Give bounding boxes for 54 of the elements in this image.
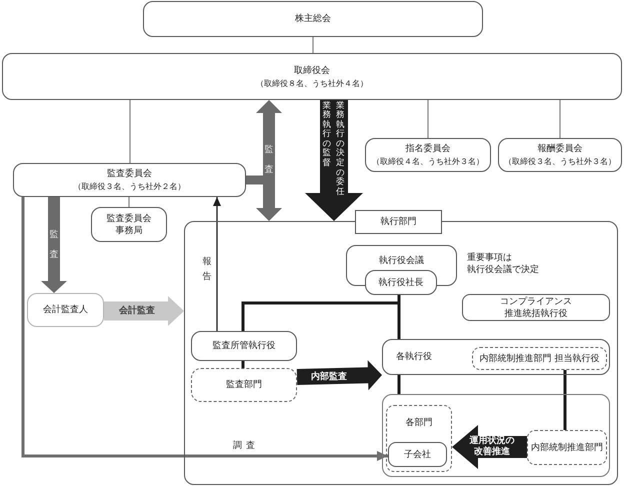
org-box bbox=[462, 294, 610, 321]
org-box bbox=[27, 293, 104, 327]
org-box bbox=[191, 331, 297, 361]
section-title: 執行部門 bbox=[355, 210, 442, 234]
unit-name: 内部統制推進部門 担当執行役 bbox=[480, 352, 600, 364]
member-count: （取締役３名、うち社外３名） bbox=[504, 155, 616, 167]
org-box bbox=[2, 53, 622, 100]
connector-line bbox=[398, 375, 400, 394]
unit-name: 報酬委員会 bbox=[538, 143, 582, 155]
unit-name: 会計監査人 bbox=[43, 304, 88, 316]
unit-name: 各執行役 bbox=[396, 351, 432, 363]
note-text: 重要事項は執行役会議で決定 bbox=[467, 252, 540, 276]
unit-name: 取締役会 bbox=[294, 64, 330, 76]
unit-name: 指名委員会 bbox=[406, 143, 450, 155]
member-count: （取締役４名、うち社外３名） bbox=[372, 155, 484, 167]
arrow bbox=[22, 197, 388, 461]
unit-name: 監査部門 bbox=[226, 379, 262, 391]
edge-label: 調査 bbox=[233, 440, 259, 452]
org-box bbox=[498, 138, 622, 172]
unit-name: 内部統制推進部門 bbox=[531, 442, 603, 454]
org-box bbox=[382, 339, 610, 375]
edge-label: 内部監査 bbox=[311, 371, 347, 383]
connector-line bbox=[242, 361, 244, 368]
connector-line bbox=[427, 100, 429, 138]
org-box bbox=[388, 442, 447, 467]
edge-label: 会計監査 bbox=[119, 305, 155, 317]
edge-label: 運用状況の改善推進 bbox=[466, 436, 518, 458]
dashed-box bbox=[191, 368, 297, 402]
unit-name: コンプライアンス推進統括執行役 bbox=[498, 296, 573, 320]
arrow bbox=[213, 197, 221, 331]
unit-name: 執行役社長 bbox=[378, 276, 424, 288]
dashed-box bbox=[527, 430, 607, 465]
org-box bbox=[13, 163, 246, 197]
connector-line bbox=[559, 100, 561, 138]
unit-name: 監査委員会事務局 bbox=[105, 212, 152, 236]
unit-name: 監査委員会 bbox=[107, 168, 152, 180]
unit-name: 各部門 bbox=[406, 417, 432, 429]
connector-line bbox=[128, 197, 130, 207]
dashed-box bbox=[386, 405, 452, 472]
member-count: （取締役８名、うち社外４名） bbox=[256, 76, 368, 88]
connector-line bbox=[129, 100, 131, 163]
connector-line bbox=[564, 370, 566, 430]
unit-name: 株主総会 bbox=[295, 13, 331, 25]
member-count: （取締役３名、うち社外２名） bbox=[74, 180, 186, 192]
connector-line bbox=[312, 37, 314, 53]
dashed-box bbox=[472, 347, 607, 370]
unit-name: 監査所管執行役 bbox=[212, 340, 276, 352]
org-box bbox=[91, 207, 167, 242]
org-box bbox=[143, 1, 483, 37]
org-box bbox=[365, 270, 437, 295]
block-arrow bbox=[246, 180, 282, 221]
org-box bbox=[365, 138, 491, 172]
unit-name: 子会社 bbox=[404, 448, 431, 460]
unit-name: 執行役会議 bbox=[379, 255, 424, 267]
